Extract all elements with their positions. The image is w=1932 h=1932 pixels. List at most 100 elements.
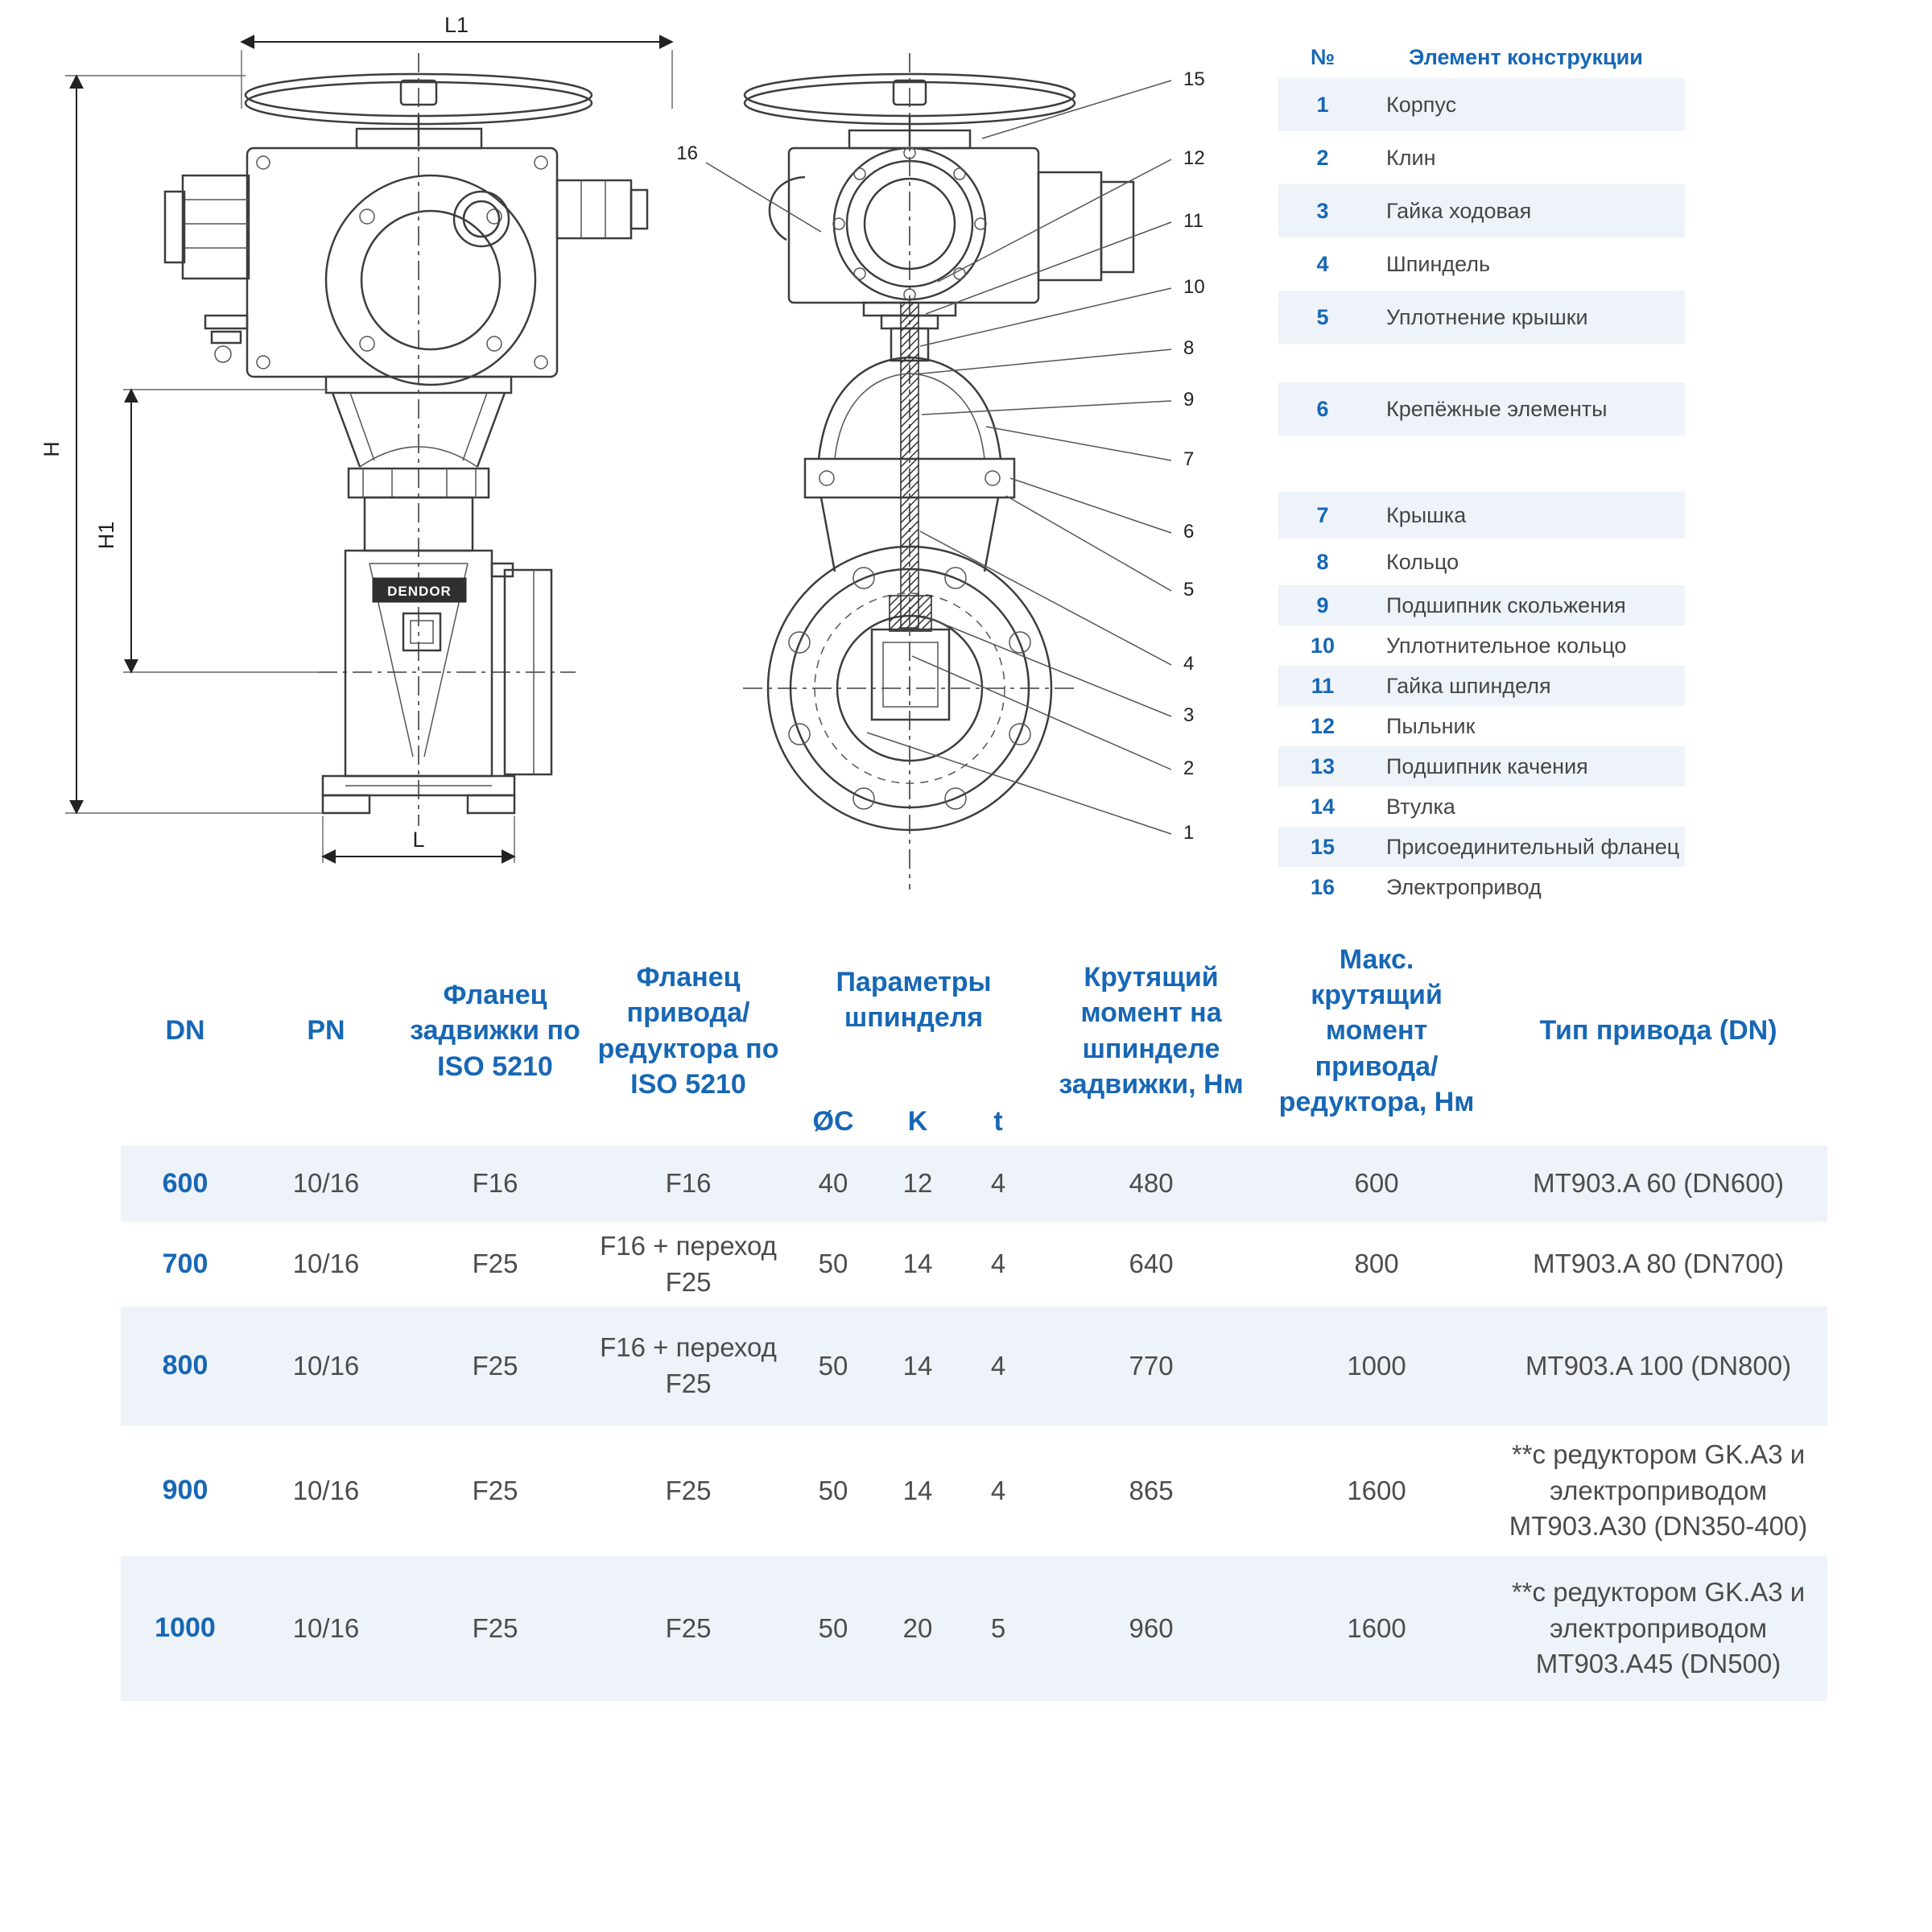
part-number: 3 [1316,198,1329,223]
part-number: 2 [1316,145,1329,170]
spec-row-dn1000: 1000 10/16 F25 F25 50 20 5 960 1600 **с … [121,1556,1828,1701]
cell-flange-valve: F25 [472,1612,518,1643]
parts-list-header: № Элемент конструкции [1278,36,1685,78]
part-name: Гайка шпинделя [1386,673,1551,698]
cell-dn: 800 [162,1350,208,1381]
part-name: Крепёжные элементы [1386,396,1608,421]
flange-section [766,545,1053,832]
col-header-spindle-group: Параметры шпинделя [836,967,992,1034]
dim-h-label: H [39,441,64,457]
valve-body-front: DENDOR [321,496,553,815]
callout-label: 4 [1183,653,1194,675]
cell-torque: 770 [1129,1350,1174,1381]
part-name: Уплотнение крышки [1386,304,1588,329]
cell-flange-valve: F25 [472,1350,518,1381]
spec-row-dn700: 700 10/16 F25 F16 + переход F25 50 14 4 … [121,1222,1827,1307]
part-name: Клин [1386,145,1436,170]
actuator-section [768,129,1135,304]
part-number: 16 [1310,874,1335,899]
callout-label: 5 [1183,579,1194,601]
cell-drive-type: **с редуктором GK.A3 и электроприводом M… [1509,1439,1808,1542]
callout-leaders [705,80,1172,835]
callout-label: 15 [1183,68,1205,90]
cell-t: 4 [990,1350,1006,1381]
cell-flange-valve: F25 [472,1249,518,1279]
part-number: 12 [1310,713,1335,738]
cell-dn: 600 [162,1167,208,1199]
actuator-front [163,127,649,386]
callout-label: 9 [1183,389,1194,411]
cell-max-torque: 1000 [1347,1350,1406,1381]
cell-max-torque: 600 [1354,1168,1399,1199]
callout-label: 1 [1183,822,1194,844]
parts-row: 14 Втулка [1278,786,1685,827]
handwheel-section [743,72,1076,147]
cell-k: 14 [902,1350,933,1381]
callout-label: 8 [1183,337,1194,359]
col-header-oc: ØC [812,1105,854,1137]
cell-dn: 900 [162,1475,208,1506]
part-number: 4 [1316,251,1329,276]
front-view: DENDOR L1 [39,13,674,864]
part-number: 14 [1310,794,1335,819]
col-header-pn: PN [307,1015,345,1046]
stem-bonnet-section [803,301,1016,629]
cell-t: 4 [990,1168,1006,1199]
cell-t: 4 [990,1475,1006,1505]
cell-torque: 480 [1129,1168,1174,1199]
part-number: 5 [1316,304,1329,329]
cell-dn: 1000 [155,1612,216,1644]
callout-label: 3 [1183,704,1194,726]
callout-label: 12 [1183,147,1205,169]
cell-torque: 865 [1129,1475,1174,1505]
spec-row-dn900: 900 10/16 F25 F25 50 14 4 865 1600 **с р… [121,1426,1827,1556]
cell-pn: 10/16 [292,1612,360,1643]
dimension-h1: H1 [94,388,328,674]
cell-oc: 50 [818,1475,848,1505]
part-number: 9 [1316,592,1329,617]
callout-numbers: 15 12 11 10 8 9 7 6 5 4 3 2 1 16 [676,68,1204,844]
col-header-flange-valve: Фланец задвижки по ISO 5210 [410,980,580,1082]
cell-t: 4 [990,1249,1006,1279]
part-name: Крышка [1386,502,1467,527]
col-header-dn: DN [165,1015,205,1046]
cell-flange-drive: F16 [665,1168,712,1199]
section-view: 15 12 11 10 8 9 7 6 5 4 3 2 1 16 [676,53,1205,890]
callout-label-16: 16 [676,142,698,164]
part-name: Пыльник [1386,713,1476,738]
cell-oc: 50 [818,1249,848,1279]
col-header-t: t [993,1105,1003,1137]
parts-row: 4 Шпиндель [1278,237,1685,291]
cell-max-torque: 1600 [1347,1475,1406,1505]
part-number: 8 [1316,549,1329,574]
cell-oc: 40 [818,1168,848,1199]
part-number: 10 [1310,633,1335,658]
part-name: Электропривод [1386,874,1542,899]
col-header-drive-type: Тип привода (DN) [1539,1015,1777,1046]
cell-drive-type: MT903.A 60 (DN600) [1533,1168,1784,1199]
cell-pn: 10/16 [292,1475,360,1505]
cell-flange-drive: F25 [665,1475,712,1505]
cell-k: 14 [902,1249,933,1279]
spec-table: DN PN Фланец задвижки по ISO 5210 Фланец… [121,916,1828,1701]
cell-dn: 700 [162,1248,208,1279]
cell-pn: 10/16 [292,1350,360,1381]
cell-max-torque: 800 [1354,1249,1399,1279]
part-name: Втулка [1386,794,1455,819]
cell-drive-type: **с редуктором GK.A3 и электроприводом M… [1511,1577,1806,1679]
cell-max-torque: 1600 [1347,1612,1406,1643]
valve-technical-drawing: DENDOR L1 [39,13,1205,890]
cell-k: 14 [902,1475,933,1505]
parts-row: 12 Пыльник [1278,706,1685,746]
part-name: Шпиндель [1386,251,1491,276]
callout-label: 11 [1183,210,1203,232]
